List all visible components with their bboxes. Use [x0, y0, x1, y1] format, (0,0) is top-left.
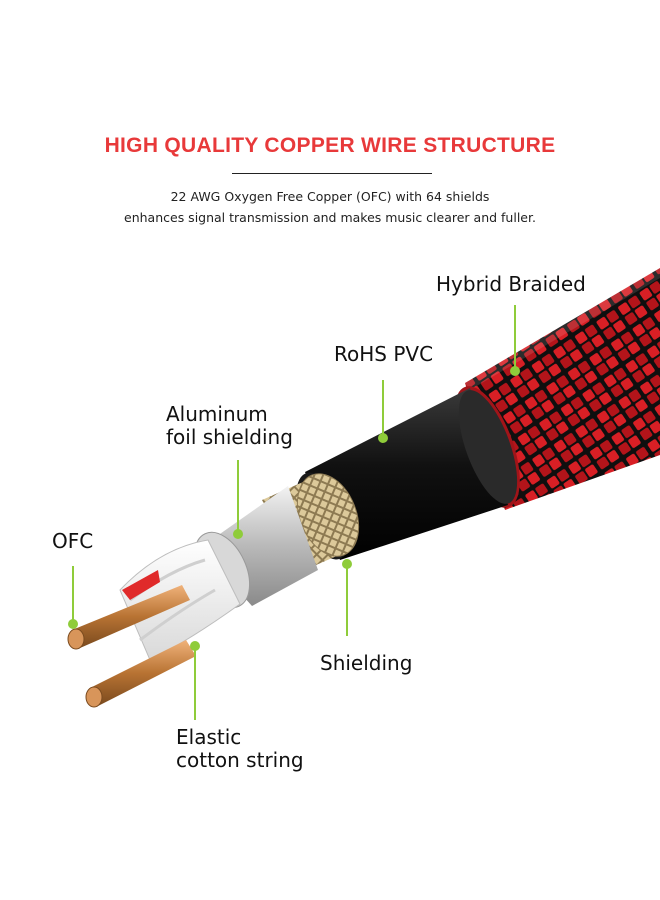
marker-elastic-cotton — [190, 641, 200, 651]
copper-conductor-upper — [67, 585, 190, 650]
label-elastic-line-1: Elastic — [176, 725, 242, 749]
label-aluminum-line-2: foil shielding — [166, 425, 293, 449]
marker-shielding — [342, 559, 352, 569]
marker-aluminum-foil — [233, 529, 243, 539]
label-elastic-line-2: cotton string — [176, 748, 304, 772]
marker-rohs-pvc — [378, 433, 388, 443]
page-title: HIGH QUALITY COPPER WIRE STRUCTURE — [104, 134, 556, 157]
label-shielding: Shielding — [320, 651, 413, 675]
label-aluminum-line-1: Aluminum — [166, 402, 268, 426]
label-ofc: OFC — [52, 529, 94, 553]
marker-hybrid-braided — [510, 366, 520, 376]
subtitle-line-1: 22 AWG Oxygen Free Copper (OFC) with 64 … — [170, 189, 490, 204]
marker-ofc — [68, 619, 78, 629]
label-rohs-pvc: RoHS PVC — [334, 342, 434, 366]
copper-conductor-lower — [85, 640, 196, 708]
title-divider — [232, 173, 432, 174]
subtitle-line-2: enhances signal transmission and makes m… — [124, 210, 536, 225]
label-hybrid-braided: Hybrid Braided — [436, 272, 586, 296]
